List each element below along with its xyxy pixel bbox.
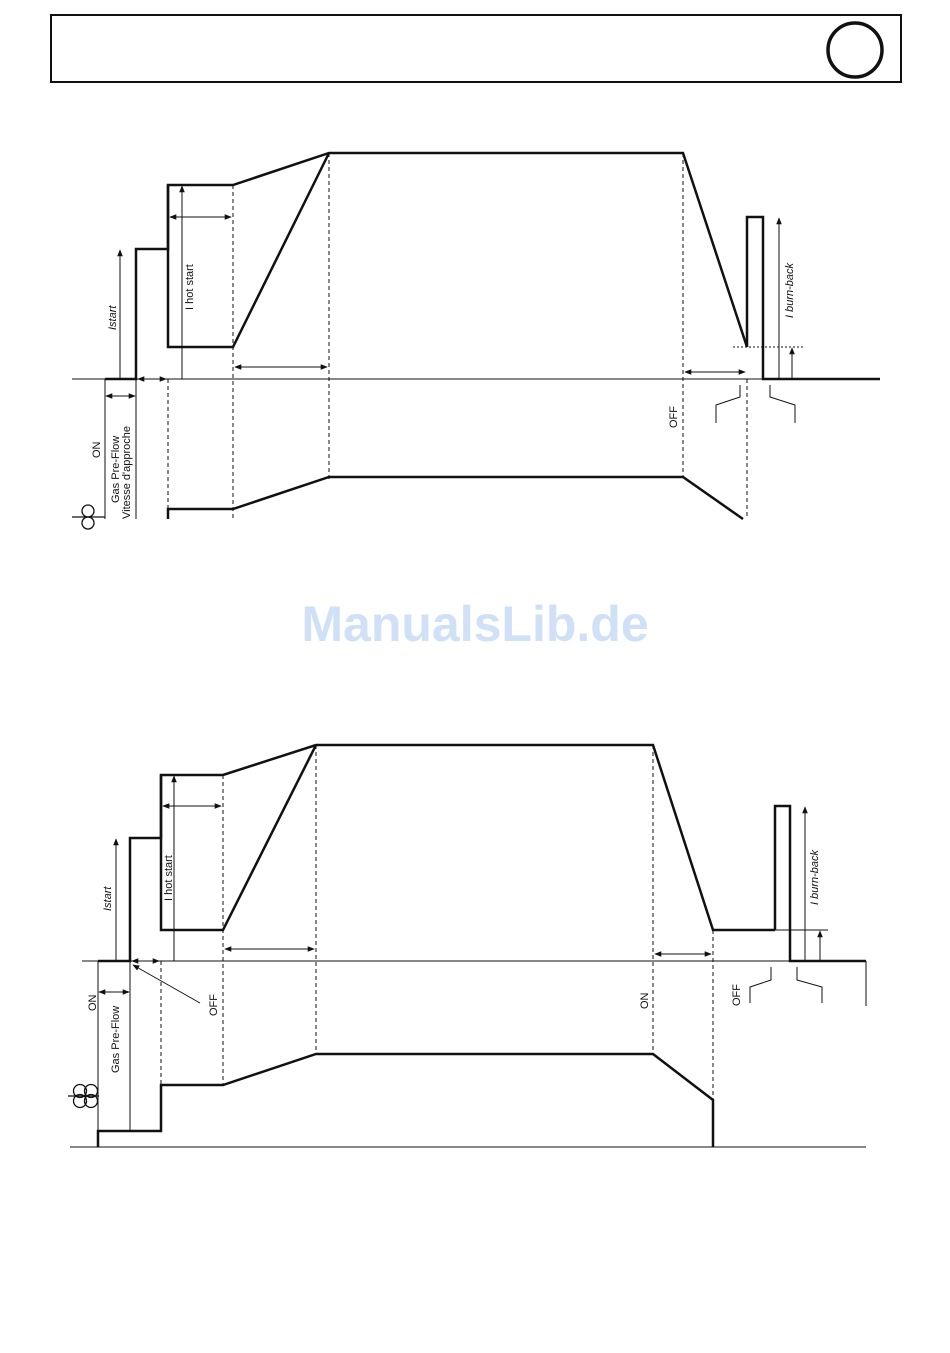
d1-off-label: OFF <box>668 406 680 428</box>
d2-burnback-label: I burn-back <box>809 849 821 905</box>
d2-gas-preflow-label: Gas Pre-Flow <box>110 1006 122 1073</box>
d2-on-left-label: ON <box>87 994 99 1011</box>
d1-hotstart-label: I hot start <box>184 264 196 310</box>
d1-hotstart-lower <box>168 153 329 347</box>
diagram-2: Istart I hot start I burn-back ON Gas Pr… <box>68 745 866 1147</box>
d1-on-label: ON <box>91 441 103 458</box>
d1-current-waveform <box>105 153 747 379</box>
d1-burnback-label: I burn-back <box>784 262 796 318</box>
watermark: ManualsLib.de <box>301 596 648 652</box>
diagram-1: Istart I hot start I burn-back ON Gas Pr… <box>72 153 880 529</box>
d2-wire-speed <box>98 1054 713 1147</box>
language-badge-icon <box>828 23 882 77</box>
header-frame <box>51 15 901 82</box>
d2-hotstart-label: I hot start <box>163 855 175 901</box>
d1-wire-speed <box>168 477 743 519</box>
d1-istart-label: Istart <box>107 305 119 330</box>
d2-off-right-label: OFF <box>731 984 743 1006</box>
d1-vitesse-label: Vitesse d'approche <box>121 426 133 519</box>
d2-istart-label: Istart <box>102 886 114 911</box>
d2-hotstart-lower <box>161 745 316 930</box>
d1-guides <box>168 153 747 519</box>
d2-guides <box>161 745 713 1100</box>
d2-current-waveform <box>98 745 775 961</box>
d2-on-right-label: ON <box>639 992 651 1009</box>
gas-valve-icon <box>68 1085 99 1108</box>
wire-feed-icon <box>72 505 105 529</box>
d2-off-left-label: OFF <box>208 994 220 1016</box>
d1-burnback-pulse <box>747 217 880 379</box>
